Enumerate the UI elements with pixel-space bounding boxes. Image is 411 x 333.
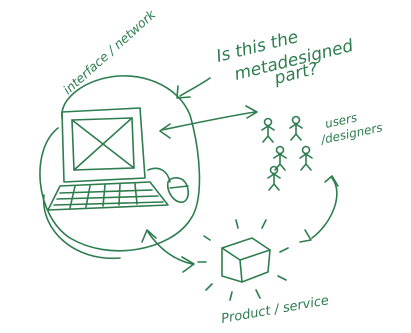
pointer-arrow [177,78,210,98]
label-product-service: Product / service [220,293,330,327]
arrow-laptop-product [142,230,194,272]
label-interface-network: interface / network [60,6,159,97]
mouse-icon [148,168,188,202]
people-icon [262,117,312,191]
arrow-laptop-users [160,106,257,138]
laptop-icon [48,108,168,210]
arrow-users-product [300,176,338,242]
box-icon [198,220,288,300]
